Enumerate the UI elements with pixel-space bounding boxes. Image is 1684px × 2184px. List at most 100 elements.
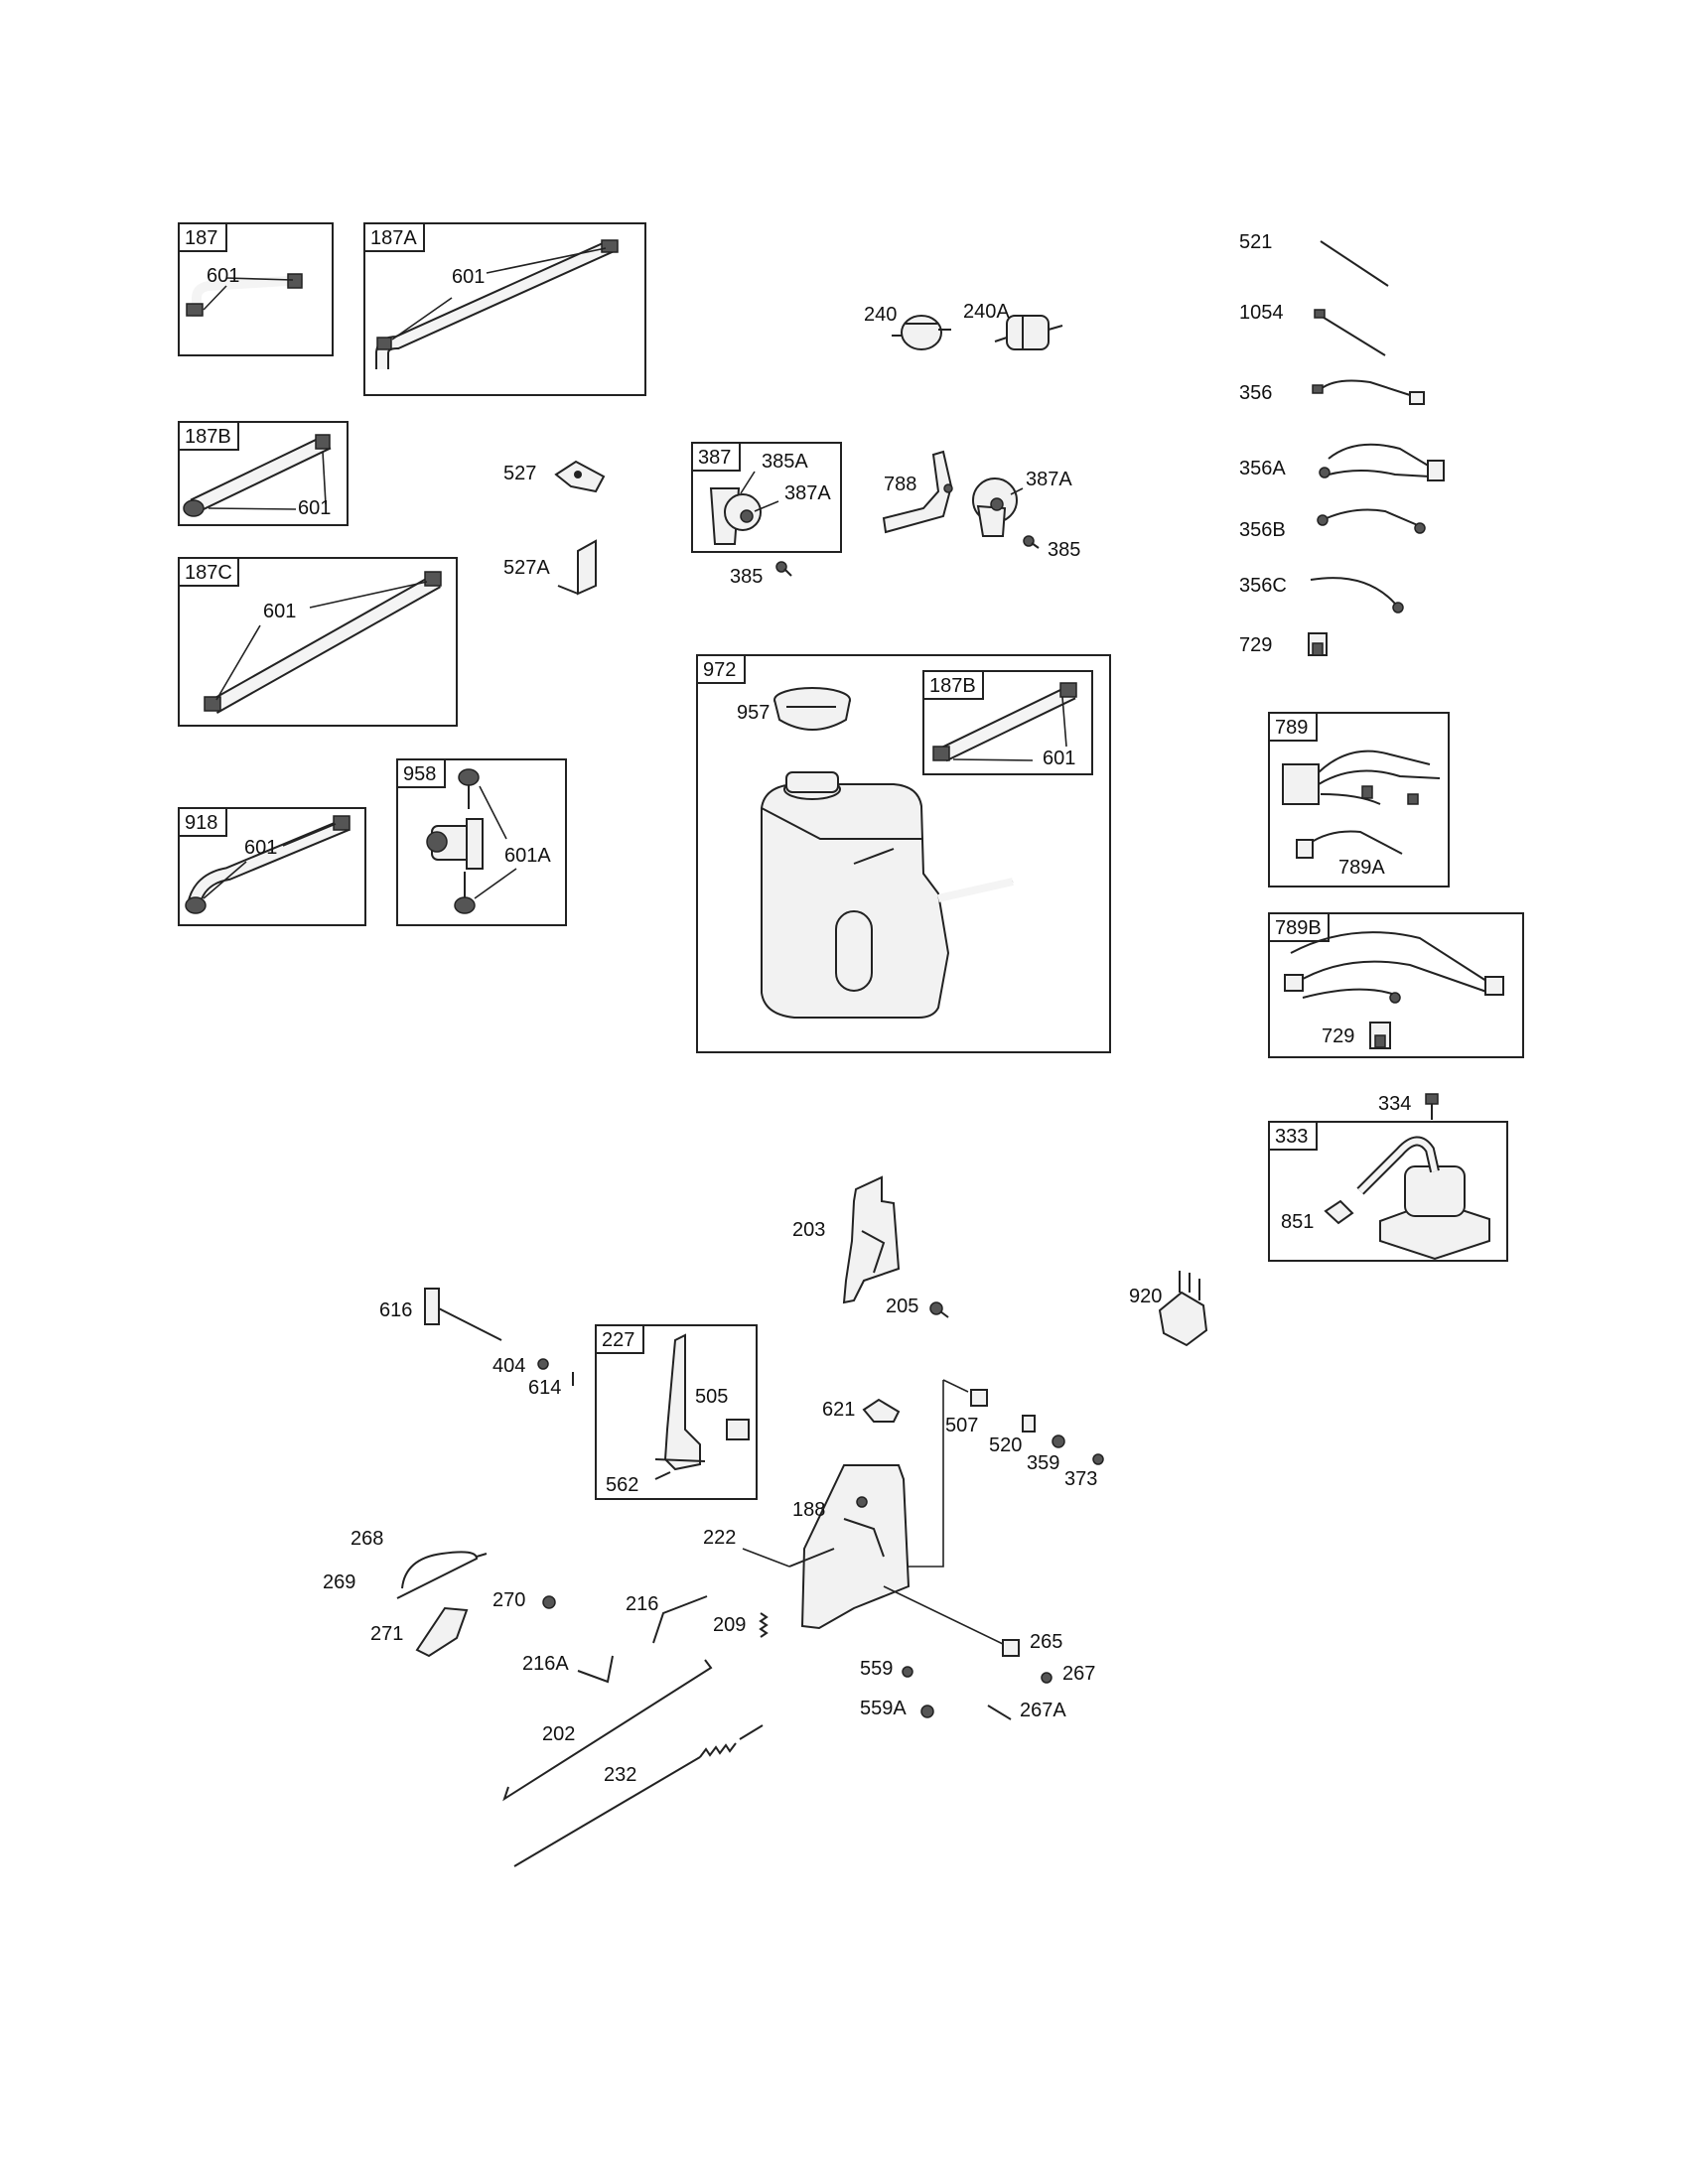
cable-268 <box>396 1551 488 1599</box>
part-number-label: 507 <box>945 1415 978 1436</box>
box-227: 227 <box>595 1324 758 1500</box>
fuel-line-187 <box>186 273 304 318</box>
box-tab <box>691 442 741 472</box>
box-972: 972 <box>696 654 1111 1053</box>
fuel-line-187C <box>204 571 442 714</box>
box-frame <box>363 222 646 396</box>
box-label: 187C <box>185 562 232 584</box>
box-187b: 187B <box>922 670 1093 775</box>
box-tab <box>595 1324 644 1354</box>
harness-356 <box>1312 379 1425 405</box>
part-number-label: 334 <box>1378 1093 1411 1115</box>
part-number-label: 356B <box>1239 519 1286 541</box>
rod-521 <box>1320 240 1389 287</box>
part-number-label: 957 <box>737 702 770 724</box>
part-number-label: 265 <box>1030 1631 1062 1653</box>
screw-334 <box>1425 1093 1439 1120</box>
box-frame <box>1268 712 1450 887</box>
part-number-label: 601 <box>298 497 331 519</box>
box-label: 789B <box>1275 917 1322 939</box>
box-frame <box>178 222 334 356</box>
box-frame <box>922 670 1093 775</box>
clip-621 <box>862 1398 901 1423</box>
fuel-filter-240A <box>994 315 1063 350</box>
box-tab <box>696 654 746 684</box>
part-number-label: 729 <box>1239 634 1272 656</box>
part-number-label: 385 <box>1048 539 1080 561</box>
box-187b: 187B <box>178 421 349 526</box>
harness-789B <box>1284 931 1504 1049</box>
part-number-label: 205 <box>886 1296 918 1317</box>
part-number-label: 188 <box>792 1499 825 1521</box>
box-tab <box>396 758 446 788</box>
fuel-cap-957 <box>773 687 851 731</box>
part-number-label: 621 <box>822 1399 855 1421</box>
fuel-line-187A <box>375 239 619 369</box>
box-label: 972 <box>703 659 736 681</box>
lever-271 <box>415 1606 469 1658</box>
part-number-label: 240A <box>963 301 1010 323</box>
part-number-label: 562 <box>606 1474 638 1496</box>
part-number-label: 559 <box>860 1658 893 1680</box>
part-number-label: 788 <box>884 474 916 495</box>
box-187c: 187C <box>178 557 458 727</box>
part-number-label: 373 <box>1064 1468 1097 1490</box>
fuel-pump-387A <box>972 478 1040 549</box>
box-333: 333 <box>1268 1121 1508 1262</box>
box-frame <box>178 557 458 727</box>
fuel-pump-387 <box>709 471 779 545</box>
part-number-label: 203 <box>792 1219 825 1241</box>
spring-rod-232 <box>513 1724 764 1867</box>
part-number-label: 601 <box>244 837 277 859</box>
box-frame <box>696 654 1111 1053</box>
part-number-label: 520 <box>989 1434 1022 1456</box>
box-frame <box>178 421 349 526</box>
part-number-label: 216 <box>626 1593 658 1615</box>
box-tab <box>178 421 239 451</box>
fuel-line-187B-tank <box>932 682 1077 762</box>
box-label: 387 <box>698 447 731 469</box>
box-label: 333 <box>1275 1126 1308 1148</box>
box-label: 187B <box>185 426 231 448</box>
control-plate-222 <box>742 1464 1004 1645</box>
spring-209 <box>759 1612 769 1638</box>
part-number-label: 268 <box>351 1528 383 1550</box>
part-number-label: 601 <box>452 266 485 288</box>
bracket-788 <box>882 450 953 534</box>
part-number-label: 359 <box>1027 1452 1059 1474</box>
box-tab <box>1268 712 1318 742</box>
fuel-tank-972 <box>761 771 1014 1019</box>
box-789: 789 <box>1268 712 1450 887</box>
part-number-label: 505 <box>695 1386 728 1408</box>
fuel-line-918 <box>185 815 351 914</box>
box-789b: 789B <box>1268 912 1524 1058</box>
part-number-label: 385 <box>730 566 763 588</box>
part-number-label: 1054 <box>1239 302 1284 324</box>
small-parts-bottom <box>902 1639 1052 1720</box>
part-number-label: 920 <box>1129 1286 1162 1307</box>
box-tab <box>922 670 984 700</box>
part-number-label: 385A <box>762 451 808 473</box>
box-958: 958 <box>396 758 567 926</box>
box-frame <box>1268 1121 1508 1262</box>
part-number-label: 559A <box>860 1698 907 1719</box>
box-187: 187 <box>178 222 334 356</box>
part-number-label: 404 <box>492 1355 525 1377</box>
harness-789 <box>1282 750 1441 859</box>
box-tab <box>1268 912 1330 942</box>
box-label: 918 <box>185 812 217 834</box>
bracket-527A <box>557 539 597 596</box>
part-number-label: 789A <box>1338 857 1385 879</box>
box-label: 187 <box>185 227 217 249</box>
box-187a: 187A <box>363 222 646 396</box>
box-tab <box>178 557 239 587</box>
fuel-shutoff-958 <box>426 768 517 914</box>
part-number-label: 601 <box>1043 748 1075 769</box>
part-number-label: 387A <box>784 482 831 504</box>
box-label: 227 <box>602 1329 634 1351</box>
terminal-920 <box>1158 1271 1208 1347</box>
part-number-label: 387A <box>1026 469 1072 490</box>
part-number-label: 271 <box>370 1623 403 1645</box>
part-number-label: 240 <box>864 304 897 326</box>
part-number-label: 267A <box>1020 1700 1066 1721</box>
